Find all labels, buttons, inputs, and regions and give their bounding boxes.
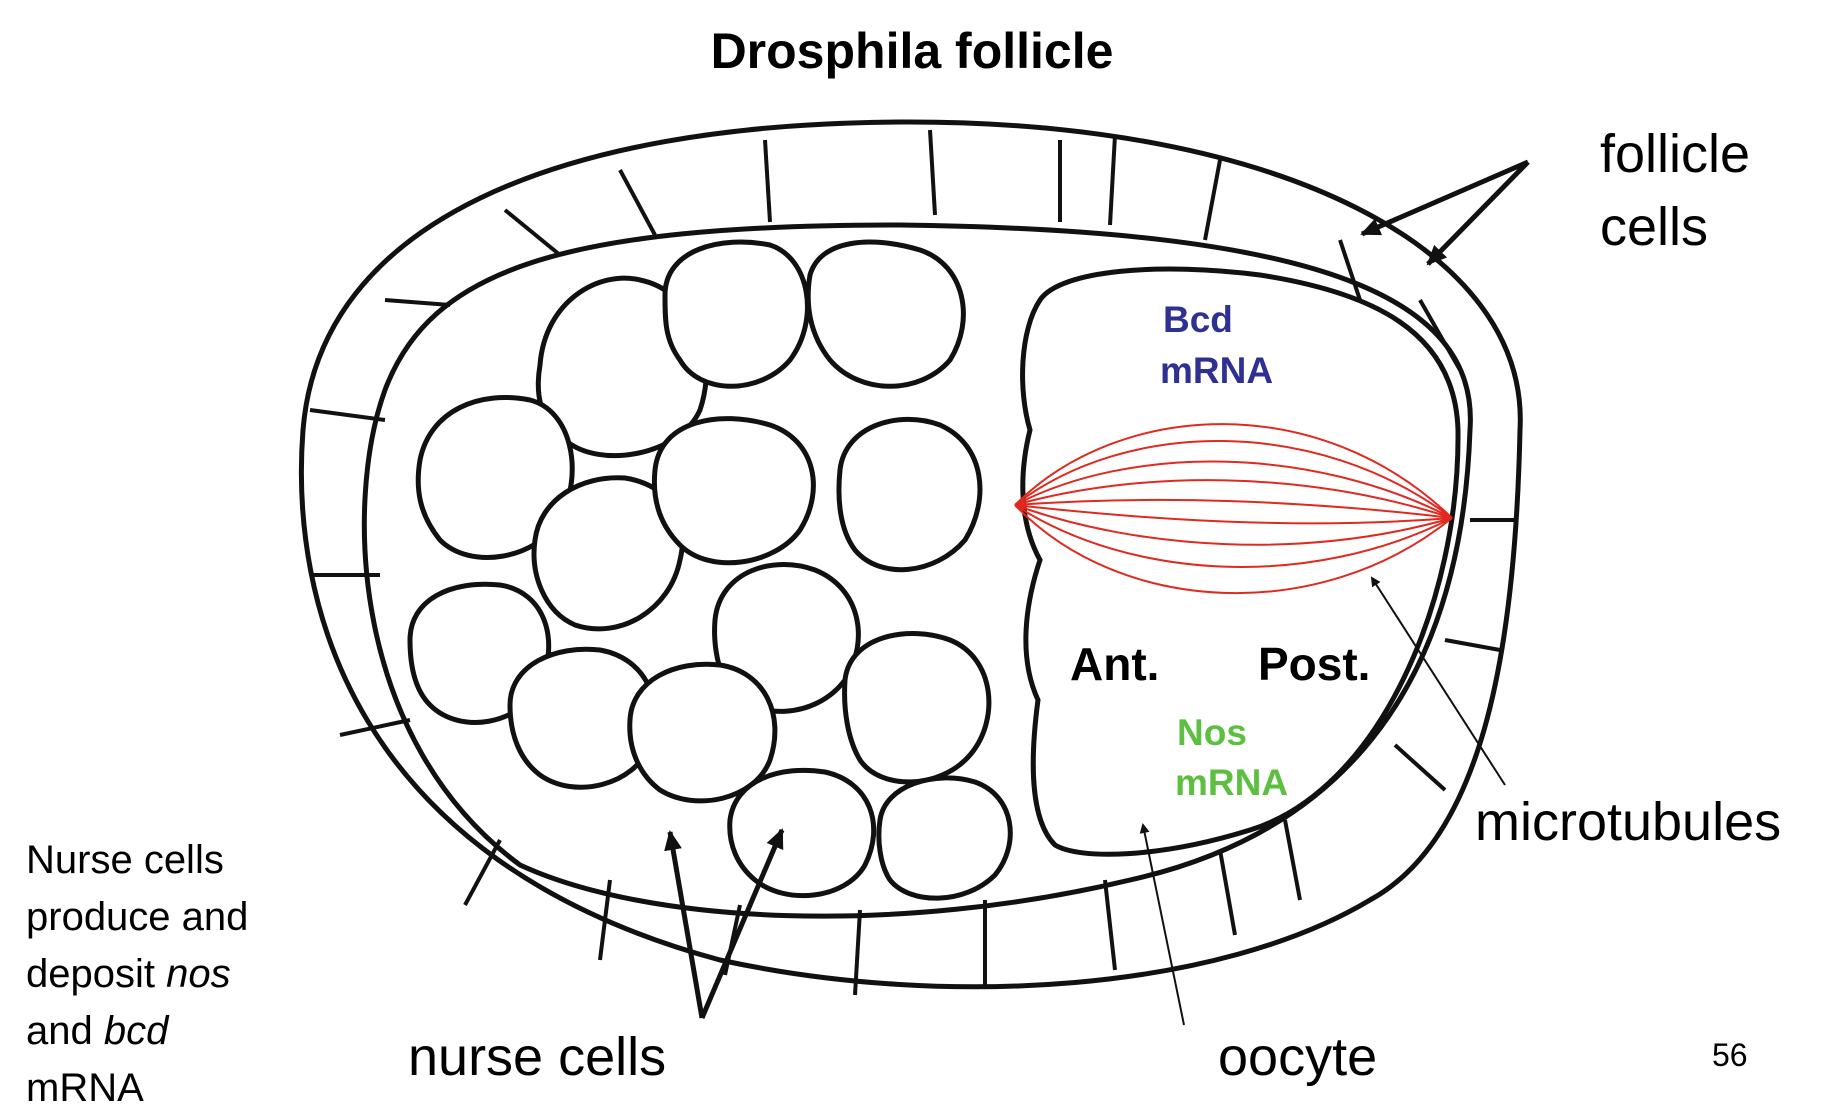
- nurse-cell: [727, 767, 877, 899]
- anterior-label: Ant.: [1070, 638, 1159, 690]
- nurse-cells-arrow-2: [699, 828, 785, 1019]
- nurse-cells-arrow-1: [664, 830, 705, 1019]
- nurse-cell: [876, 775, 1013, 901]
- microtubule: [1014, 460, 1453, 519]
- oocyte-arrow: [1139, 823, 1185, 1026]
- follicle-cells-label: follicle cells: [1600, 124, 1765, 257]
- oocyte-outline: [1020, 266, 1461, 857]
- page-number: 56: [1712, 1037, 1748, 1073]
- nurse-cell: [651, 416, 816, 566]
- side-note-nos-gene: nos: [166, 952, 231, 996]
- bcd-mrna-label-line-2: mRNA: [1160, 350, 1273, 391]
- follicle-cell-divisions: [309, 129, 1515, 996]
- nurse-cell: [627, 661, 778, 804]
- oocyte-label: oocyte: [1218, 1027, 1377, 1087]
- nurse-cell: [662, 239, 810, 389]
- nurse-cell: [842, 631, 992, 785]
- side-note-line-3-prefix: deposit: [26, 952, 167, 996]
- microtubules-label: microtubules: [1475, 792, 1781, 852]
- bcd-mrna-label: Bcd mRNA: [1160, 299, 1273, 391]
- nos-mrna-label: Nos mRNA: [1175, 712, 1288, 803]
- follicle-cells-arrow-1: [1360, 159, 1529, 237]
- bcd-mrna-label-line-1: Bcd: [1163, 299, 1233, 340]
- nurse-cell: [531, 475, 686, 632]
- side-note-line-4-prefix: and: [26, 1009, 104, 1053]
- follicle-inner-boundary: [361, 222, 1473, 919]
- microtubule-bundle: [1014, 423, 1453, 595]
- nurse-cells-label: nurse cells: [408, 1027, 666, 1087]
- posterior-label: Post.: [1258, 638, 1370, 690]
- nurse-cells: [407, 239, 1013, 901]
- side-note: Nurse cells produce and deposit nos and …: [26, 832, 326, 1110]
- microtubules-arrow: [1370, 576, 1506, 786]
- microtubule: [1014, 504, 1453, 595]
- follicle-cells-label-line-1: follicle: [1600, 124, 1750, 184]
- microtubule: [1014, 504, 1453, 568]
- microtubule: [1014, 504, 1453, 525]
- side-note-bcd-gene: bcd: [103, 1009, 169, 1053]
- side-note-line-2: produce and: [26, 895, 249, 939]
- follicle-cells-arrow-2: [1426, 160, 1530, 266]
- nos-mrna-label-line-2: mRNA: [1175, 762, 1288, 803]
- diagram-title: Drosphila follicle: [711, 23, 1114, 79]
- microtubule: [1014, 423, 1453, 519]
- nos-mrna-label-line-1: Nos: [1177, 712, 1247, 753]
- side-note-line-5: mRNA: [26, 1066, 144, 1110]
- nurse-cell: [836, 416, 983, 573]
- follicle-cells-label-line-2: cells: [1600, 197, 1708, 257]
- microtubule: [1014, 504, 1453, 546]
- microtubule: [1014, 479, 1453, 519]
- microtubule: [1014, 440, 1453, 519]
- nurse-cell: [805, 239, 966, 389]
- microtubule: [1014, 498, 1453, 519]
- side-note-line-1: Nurse cells: [26, 838, 224, 882]
